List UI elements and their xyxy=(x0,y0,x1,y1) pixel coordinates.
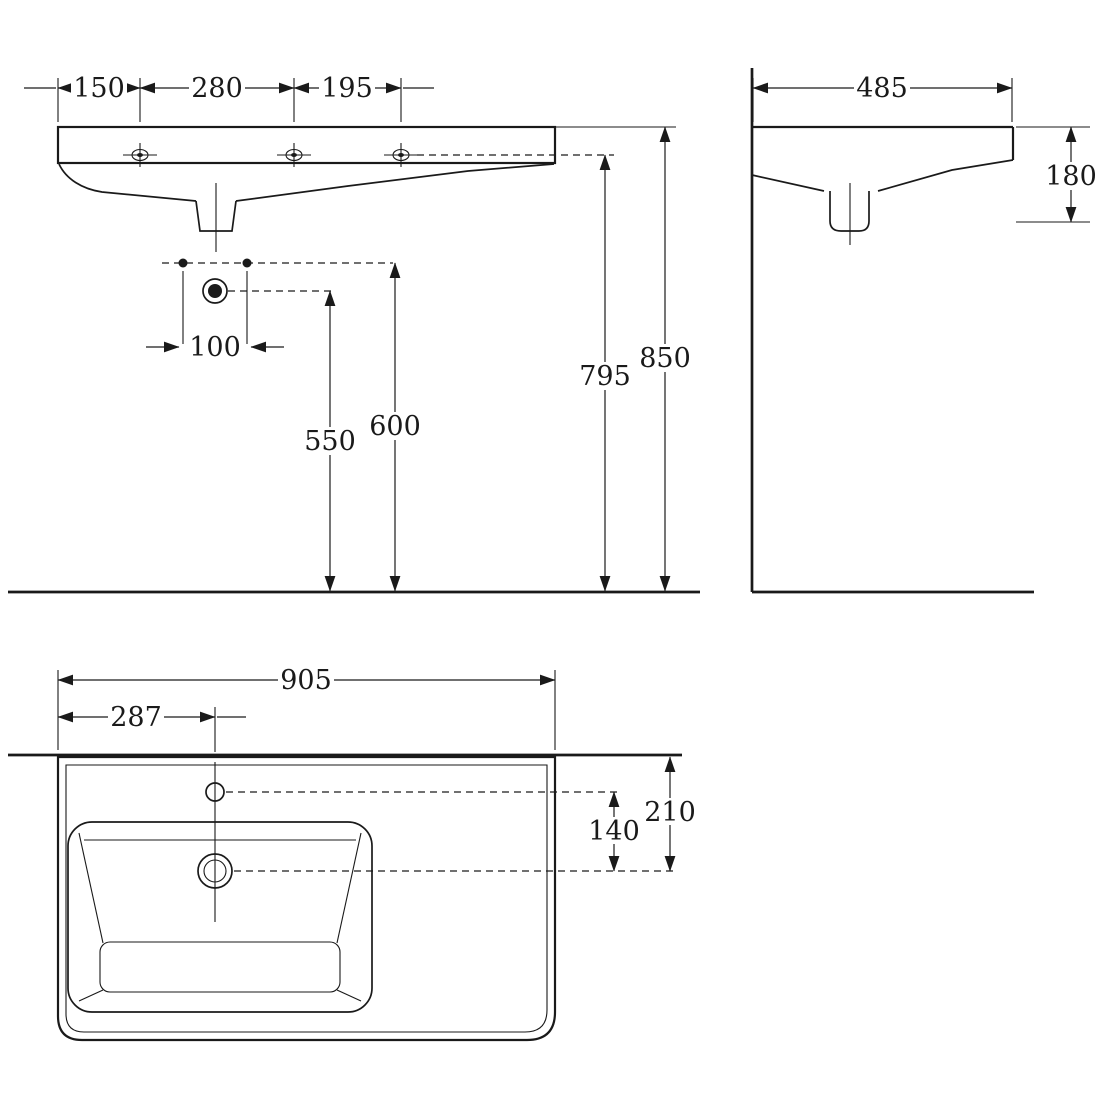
mounting-bolt-left xyxy=(178,258,188,268)
svg-text:100: 100 xyxy=(189,332,241,363)
svg-text:180: 180 xyxy=(1045,161,1097,192)
dim-label-180: 180 xyxy=(1043,161,1099,192)
dim-label-280: 280 xyxy=(189,73,245,104)
dimension-labels: 150 280 195 100 550 600 795 850 xyxy=(71,73,1099,847)
side-underside-left xyxy=(751,174,825,192)
dim-label-100: 100 xyxy=(187,332,243,363)
dim-label-795: 795 xyxy=(577,361,633,392)
bowl-slope-line xyxy=(78,989,104,1002)
svg-text:905: 905 xyxy=(280,665,332,696)
front-view xyxy=(8,78,700,594)
svg-text:795: 795 xyxy=(579,361,631,392)
svg-text:485: 485 xyxy=(856,73,908,104)
front-rim-outline xyxy=(56,125,557,165)
svg-text:600: 600 xyxy=(369,411,421,442)
svg-text:280: 280 xyxy=(191,73,243,104)
dim-label-150: 150 xyxy=(71,73,127,104)
dim-label-600: 600 xyxy=(367,411,423,442)
dim-label-195: 195 xyxy=(319,73,375,104)
svg-text:150: 150 xyxy=(73,73,125,104)
dim-label-550: 550 xyxy=(302,426,358,457)
svg-text:550: 550 xyxy=(304,426,356,457)
dim-label-140: 140 xyxy=(586,816,642,847)
plan-outline xyxy=(56,755,557,1042)
bowl-slope-line xyxy=(78,832,104,944)
plan-drain-outer xyxy=(197,853,233,889)
dim-label-485: 485 xyxy=(854,73,910,104)
basin-underside-right xyxy=(235,163,555,202)
bowl-slope-line xyxy=(336,832,362,944)
plan-inner-rim-line xyxy=(65,764,548,1033)
bowl-floor-outline xyxy=(99,941,341,993)
svg-text:210: 210 xyxy=(644,797,696,828)
svg-text:850: 850 xyxy=(639,343,691,374)
drain-pipe-inner xyxy=(208,284,222,298)
dim-label-210: 210 xyxy=(642,797,698,828)
drain-pipe-outer xyxy=(202,278,228,304)
plan-drain-inner xyxy=(203,859,227,883)
basin-underside-left xyxy=(58,163,197,202)
bowl-outline xyxy=(67,821,373,1013)
svg-text:140: 140 xyxy=(588,816,640,847)
side-view xyxy=(750,68,1090,594)
bowl-slope-line xyxy=(336,989,362,1002)
svg-text:287: 287 xyxy=(110,702,162,733)
dim-label-905: 905 xyxy=(278,665,334,696)
dim-label-287: 287 xyxy=(108,702,164,733)
dim-label-850: 850 xyxy=(637,343,693,374)
svg-text:195: 195 xyxy=(321,73,373,104)
side-underside-right xyxy=(877,159,1014,192)
faucet-hole xyxy=(205,782,225,802)
